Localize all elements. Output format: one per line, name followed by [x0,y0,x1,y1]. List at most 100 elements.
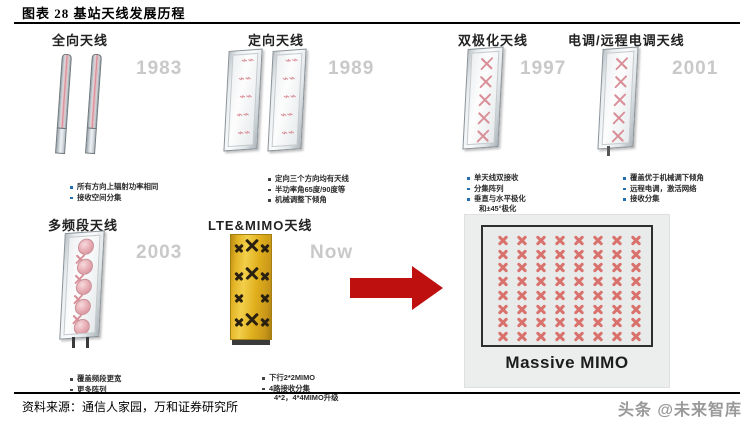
list-item: 覆盖优于机械调下倾角 [623,173,704,183]
cross-dipole-icon [497,276,509,287]
cross-dipole-icon [244,238,260,252]
cross-dipole-icon [554,235,566,246]
cross-dipole-icon [592,248,604,260]
cross-dipole-icon [554,262,566,274]
source-note: 资料来源：通信人家园，万和证券研究所 [22,400,239,414]
cross-dipole-icon [611,276,623,287]
cross-dipole-icon [573,331,585,342]
cross-dipole-icon [497,331,509,342]
list-item: 所有方向上辐射功率相同 [70,182,158,192]
stage-directional-year: 1989 [328,58,375,79]
list-item: 半功率角65度/90度等 [268,185,349,195]
cross-dipole-icon [497,235,509,246]
top-divider [14,22,740,24]
cross-dipole-icon [630,248,642,260]
cross-dipole-icon [554,303,566,315]
stage-electrical-tilt-bullets: 覆盖优于机械调下倾角 远程电调，激活网络 接收分集 [583,173,704,205]
cross-dipole-icon [592,276,604,287]
stage-omni-title: 全向天线 [52,33,109,48]
figure-title: 图表 28 基站天线发展历程 [22,6,186,21]
cross-dipole-icon [611,331,623,342]
list-item: 下行2*2MIMO [262,373,338,383]
directional-antenna-panel-1: ⌁⌁ ⌁⌁ ⌁⌁ ⌁⌁ ⌁⌁ [223,48,263,152]
cross-dipole-icon [535,248,547,260]
cross-dipole-icon [260,243,270,253]
massive-mimo-card: Massive MIMO [464,214,670,388]
cross-dipole-icon [535,290,547,301]
list-item: 接收分集 [623,194,704,204]
cross-dipole-icon [516,290,528,301]
cross-dipole-icon [475,128,492,143]
cross-dipole-icon [234,293,244,303]
cross-dipole-icon [630,331,642,342]
cross-dipole-icon [535,317,547,329]
list-item-text: 4路接收分集 [269,383,311,393]
multiband-antenna-panel [59,230,105,340]
multiband-cable-2 [86,337,89,348]
cross-dipole-icon [497,248,509,260]
cross-dipole-icon [630,262,642,274]
cross-dipole-icon [611,235,623,246]
cross-dipole-icon [612,92,629,107]
cross-dipole-icon [611,248,623,260]
cross-dipole-icon [611,303,623,315]
cross-dipole-icon [535,331,547,342]
cross-dipole-icon [592,303,604,315]
stage-directional-title: 定向天线 [248,33,305,48]
lte-mimo-antenna-base [232,340,270,345]
cross-dipole-icon [573,276,585,287]
electrical-tilt-antenna-panel [597,46,639,150]
cross-dipole-icon [630,290,642,301]
cross-dipole-icon [611,110,628,125]
watermark: 头条 @未来智库 [617,402,742,419]
cross-dipole-icon [630,317,642,329]
cross-dipole-icon [630,235,642,246]
cross-dipole-icon [497,317,509,329]
cross-dipole-icon [497,262,509,274]
list-item: 定向三个方向均有天线 [268,174,349,184]
cross-dipole-icon [535,276,547,287]
cross-dipole-icon [573,262,585,274]
omni-antenna-rod-2 [85,53,102,155]
electrical-tilt-cable [607,146,610,156]
list-item: 分集阵列 [467,184,526,194]
cross-dipole-icon [610,128,627,143]
cross-dipole-icon [592,235,604,246]
list-item-subtext: 4*2，4*4MIMO升级 [274,393,339,403]
stage-directional-bullets: 定向三个方向均有天线 半功率角65度/90度等 机械调整下倾角 [228,174,349,206]
cross-dipole-icon [592,290,604,301]
stage-omni-year: 1983 [136,58,183,79]
cross-dipole-icon [573,235,585,246]
list-item-subtext: 和±45°极化 [479,203,517,213]
cross-dipole-icon [260,317,270,327]
cross-dipole-icon [554,290,566,301]
lte-mimo-antenna-panel [230,234,272,340]
cross-dipole-icon [613,56,630,71]
cross-dipole-icon [477,92,494,107]
cross-dipole-icon [535,303,547,315]
stage-omni-bullets: 所有方向上辐射功率相同 接收空间分集 [30,182,158,203]
stage-multiband-bullets: 覆盖频段更宽 更多阵列 [30,374,121,395]
cross-dipole-icon [260,293,270,303]
cross-dipole-icon [630,276,642,287]
cross-dipole-icon [478,56,495,71]
stage-dual-polarized-bullets: 单天线双接收 分集阵列 垂直与水平极化 和±45°极化 [427,173,526,214]
stage-dual-polarized-year: 1997 [520,58,567,79]
list-item: 远程电调，激活网络 [623,184,704,194]
cross-dipole-icon [554,276,566,287]
massive-mimo-label: Massive MIMO [505,353,629,372]
stage-electrical-tilt-year: 2001 [672,58,719,79]
cross-dipole-icon [611,290,623,301]
cross-dipole-icon [516,276,528,287]
cross-dipole-icon [573,290,585,301]
cross-dipole-icon [497,303,509,315]
stage-electrical-tilt-title: 电调/远程电调天线 [568,33,685,48]
cross-dipole-icon [516,248,528,260]
stage-lte-mimo-year: Now [310,242,354,263]
cross-dipole-icon [476,110,493,125]
cross-dipole-icon [234,271,244,281]
stage-lte-mimo-bullets: 下行2*2MIMO 4路接收分集 4*2，4*4MIMO升级 [222,373,338,404]
list-item: 覆盖频段更宽 [70,374,121,384]
cross-dipole-icon [611,317,623,329]
